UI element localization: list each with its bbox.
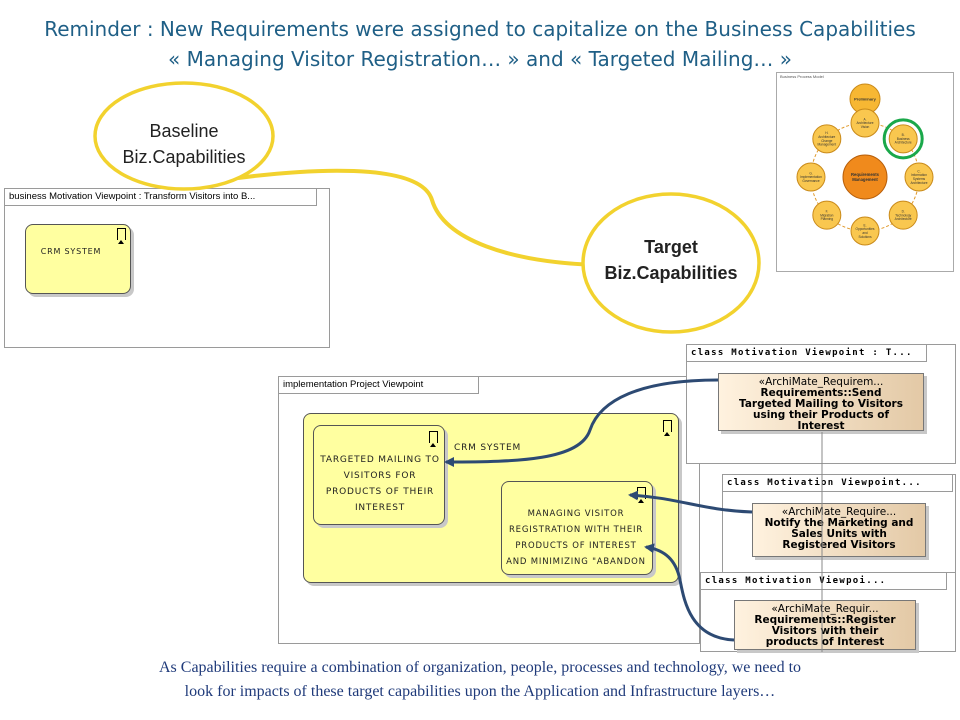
requirement-notify-marketing[interactable]: «ArchiMate_Require... Notify the Marketi… <box>752 503 926 557</box>
business-motivation-frame: business Motivation Viewpoint : Transfor… <box>4 188 330 348</box>
implementation-frame-tab: implementation Project Viewpoint <box>279 377 479 394</box>
svg-text:E.: E. <box>863 223 866 227</box>
slide-title: Reminder : New Requirements were assigne… <box>0 14 960 74</box>
svg-text:Preliminary: Preliminary <box>854 96 877 101</box>
arrow-register-to-managing <box>644 543 735 642</box>
class-frame-tab-2: class Motivation Viewpoint... <box>723 475 953 492</box>
svg-text:Systems: Systems <box>913 177 926 181</box>
target-ellipse <box>581 192 761 334</box>
wheel-graphic: PreliminaryA.ArchitectureVisionB.Busines… <box>796 83 934 246</box>
baseline-to-target-connector <box>237 168 599 271</box>
crm-system-target-label: CRM SYSTEM <box>454 443 522 453</box>
business-frame-tab: business Motivation Viewpoint : Transfor… <box>5 189 317 206</box>
svg-text:B.: B. <box>902 133 905 137</box>
svg-text:Planning: Planning <box>821 217 834 221</box>
svg-text:Change: Change <box>821 139 832 143</box>
svg-text:Business: Business <box>897 137 910 141</box>
svg-text:G.: G. <box>809 171 812 175</box>
requirement-send-mailing[interactable]: «ArchiMate_Requirem... Requirements::Sen… <box>718 373 924 432</box>
svg-text:and: and <box>862 231 868 235</box>
crm-system-baseline-label: CRM SYSTEM <box>40 247 102 256</box>
svg-text:H.: H. <box>825 131 828 135</box>
svg-text:D.: D. <box>902 209 905 213</box>
baseline-label: Baseline Biz.Capabilities <box>122 121 246 167</box>
arrow-notify-to-managing <box>628 490 753 514</box>
target-label: Target Biz.Capabilities <box>604 237 738 283</box>
wheel-header: Business Process Model <box>780 74 824 79</box>
svg-text:Technology: Technology <box>895 213 912 217</box>
svg-text:Management: Management <box>818 143 837 147</box>
svg-text:Architecture: Architecture <box>856 121 873 125</box>
svg-text:C.: C. <box>917 169 920 173</box>
svg-text:Architecture: Architecture <box>895 217 912 221</box>
requirement-register-visitors[interactable]: «ArchiMate_Requir... Requirements::Regis… <box>734 600 916 650</box>
svg-text:Solutions: Solutions <box>858 235 872 239</box>
managing-visitor-label: MANAGING VISITOR REGISTRATION WITH THEIR… <box>506 509 646 567</box>
class-frame-tab-3: class Motivation Viewpoi... <box>701 573 947 590</box>
capability-bookmark-icon <box>117 228 126 244</box>
title-line-1: Reminder : New Requirements were assigne… <box>44 17 916 41</box>
footer-text: As Capabilities require a combination of… <box>0 656 960 704</box>
capability-bookmark-icon <box>429 431 438 447</box>
svg-text:Requirements: Requirements <box>851 172 880 177</box>
class-frame-tab-1: class Motivation Viewpoint : T... <box>687 345 927 362</box>
svg-text:Architecture: Architecture <box>818 135 835 139</box>
phase-b-highlight-circle <box>882 118 924 160</box>
targeted-mailing-capability[interactable]: TARGETED MAILING TO VISITORS FOR PRODUCT… <box>313 425 445 525</box>
managing-visitor-registration-capability[interactable]: MANAGING VISITOR REGISTRATION WITH THEIR… <box>501 481 653 575</box>
baseline-ellipse <box>93 81 275 191</box>
wheel-phase-preliminary: Preliminary <box>849 83 881 115</box>
svg-text:Opportunities: Opportunities <box>856 227 875 231</box>
footer-line-2: look for impacts of these target capabil… <box>184 683 776 700</box>
svg-text:Governance: Governance <box>802 179 820 183</box>
svg-text:Vision: Vision <box>861 125 870 129</box>
svg-text:Architecture: Architecture <box>895 141 912 145</box>
crm-system-baseline-box[interactable]: CRM SYSTEM <box>25 224 131 294</box>
targeted-mailing-label: TARGETED MAILING TO VISITORS FOR PRODUCT… <box>320 455 440 513</box>
svg-text:F.: F. <box>826 209 829 213</box>
svg-text:Architecture: Architecture <box>910 181 927 185</box>
svg-text:Information: Information <box>911 173 927 177</box>
arrow-send-mailing-to-targeted <box>444 378 719 467</box>
capability-bookmark-icon <box>663 420 672 436</box>
svg-text:Implementation: Implementation <box>800 175 822 179</box>
implementation-project-frame: implementation Project Viewpoint CRM SYS… <box>278 376 700 644</box>
svg-text:Migration: Migration <box>820 213 833 217</box>
svg-text:A.: A. <box>863 117 866 121</box>
svg-text:Management: Management <box>852 177 878 182</box>
footer-line-1: As Capabilities require a combination of… <box>158 659 802 676</box>
title-line-2: « Managing Visitor Registration… » and «… <box>168 47 792 71</box>
